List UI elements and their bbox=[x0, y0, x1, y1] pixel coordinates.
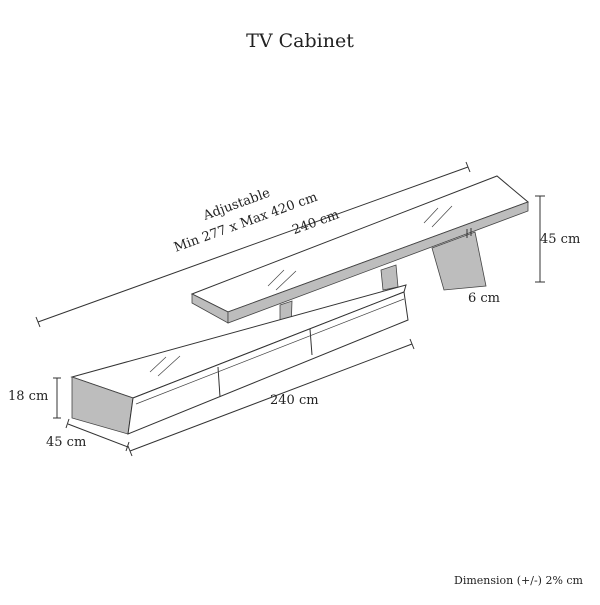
label-lower-height: 18 cm bbox=[8, 389, 48, 404]
upper-shelf-reflection-right bbox=[423, 205, 453, 228]
dim-upper-depth bbox=[535, 195, 545, 283]
label-lower-length: 240 cm bbox=[270, 393, 319, 408]
dim-adjustable-range bbox=[35, 161, 471, 328]
lower-cabinet-front bbox=[127, 291, 409, 435]
dim-upper-thickness bbox=[466, 228, 472, 238]
diagram-title: TV Cabinet bbox=[246, 30, 354, 52]
label-upper-depth: 45 cm bbox=[540, 232, 580, 247]
upper-shelf-right-leg bbox=[431, 231, 487, 291]
drawer-lip bbox=[135, 298, 405, 405]
upper-shelf-middle-leg bbox=[380, 264, 399, 291]
upper-shelf-front-edge bbox=[227, 201, 529, 324]
lower-cabinet bbox=[70, 284, 409, 435]
dim-lower-length bbox=[127, 338, 415, 457]
drawer-divider-2 bbox=[309, 328, 313, 356]
label-lower-depth: 45 cm bbox=[46, 435, 86, 450]
dim-lower-depth bbox=[65, 418, 130, 452]
dim-lower-height bbox=[53, 377, 61, 419]
upper-shelf bbox=[190, 175, 529, 331]
label-upper-length: 240 cm bbox=[290, 207, 341, 238]
dimension-tolerance-note: Dimension (+/-) 2% cm bbox=[454, 574, 584, 587]
upper-shelf-reflection-left bbox=[267, 269, 297, 291]
lower-cabinet-reflection bbox=[149, 355, 181, 377]
label-upper-thickness: 6 cm bbox=[468, 291, 500, 306]
